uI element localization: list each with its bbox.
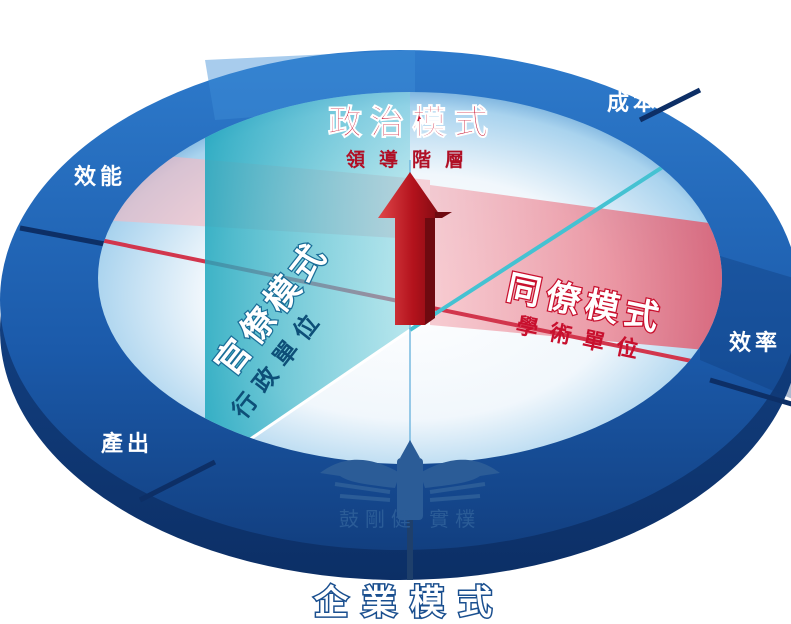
rim-label-efficacy: 效能	[74, 164, 126, 190]
rim-label-cost: 成本	[607, 91, 659, 116]
emblem-inscription: 鼓剛健 實樸	[339, 507, 481, 531]
rim-divider-bottom-left	[138, 459, 217, 503]
upward-arrow	[378, 172, 452, 325]
bottom-model-title: 企業模式	[314, 583, 506, 623]
emblem-wing-right	[420, 459, 500, 488]
emblem-wing-left	[320, 459, 400, 488]
rim-divider-top-right	[638, 87, 702, 123]
emblem-torch	[397, 458, 423, 520]
top-model-subtitle: 領導階層	[346, 148, 478, 171]
rim-label-output: 產出	[101, 431, 153, 457]
rim-sector-right	[700, 250, 791, 399]
rim-label-efficiency: 效率	[729, 330, 781, 356]
rim-divider-left	[19, 225, 111, 248]
rim-divider-right	[709, 377, 791, 407]
inner-planes	[99, 92, 722, 464]
emblem: 鼓剛健 實樸	[320, 440, 500, 580]
cyan-plane	[205, 92, 410, 464]
top-model-title: 政治模式	[328, 103, 496, 143]
red-plane-front	[430, 185, 722, 355]
